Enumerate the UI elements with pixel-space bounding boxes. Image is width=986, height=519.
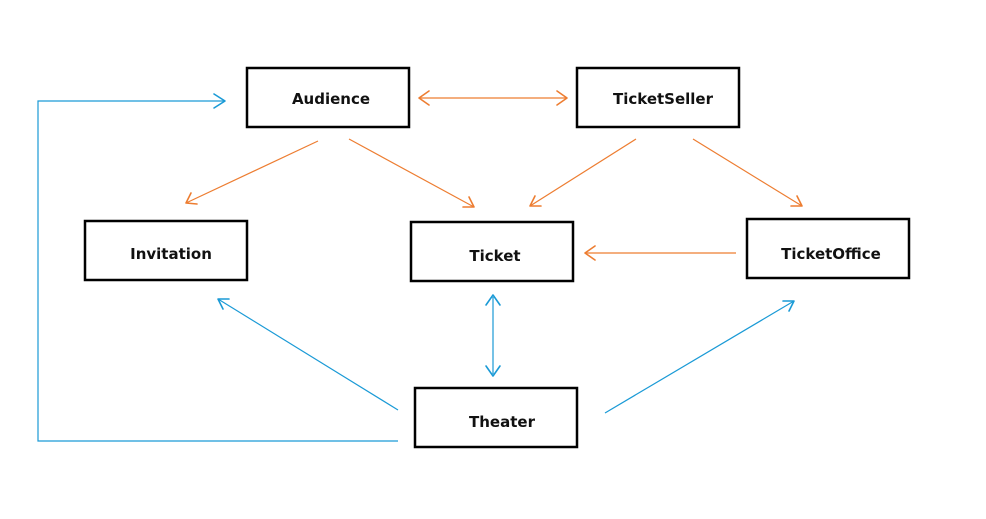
arrowhead-icon xyxy=(529,195,542,207)
arrowhead-icon xyxy=(418,90,430,106)
nodes: Audience TicketSeller Invitation Ticket … xyxy=(83,66,911,449)
edge-theater-ticketoffice xyxy=(604,300,795,414)
arrowhead-icon xyxy=(185,192,198,205)
edge-audience-ticket xyxy=(348,138,475,208)
node-audience: Audience xyxy=(245,66,411,129)
node-ticketseller: TicketSeller xyxy=(575,66,741,129)
arrowhead-icon xyxy=(485,294,501,306)
arrowhead-icon xyxy=(213,93,226,109)
node-ticketoffice: TicketOffice xyxy=(745,217,911,280)
node-ticket: Ticket xyxy=(409,220,575,283)
node-label-audience: Audience xyxy=(292,90,370,108)
edge-audience-ticketseller xyxy=(418,90,568,106)
arrowhead-icon xyxy=(556,90,568,106)
edge-ticketoffice-ticket xyxy=(584,245,736,261)
arrowhead-icon xyxy=(790,195,803,207)
arrowhead-icon xyxy=(584,245,596,261)
edges xyxy=(37,90,803,442)
edge-theater-invitation xyxy=(217,298,399,411)
node-theater: Theater xyxy=(413,386,579,449)
arrowhead-icon xyxy=(782,300,795,312)
node-label-invitation: Invitation xyxy=(130,245,212,263)
arrowhead-icon xyxy=(217,298,230,310)
edge-ticket-theater xyxy=(485,294,501,377)
node-invitation: Invitation xyxy=(83,219,249,282)
arrowhead-icon xyxy=(485,365,501,377)
edge-theater-audience xyxy=(37,93,398,442)
edge-ticketseller-ticketoffice xyxy=(692,138,803,207)
node-label-ticket: Ticket xyxy=(469,247,520,265)
node-label-ticketseller: TicketSeller xyxy=(613,90,714,108)
arrowhead-icon xyxy=(462,196,475,208)
node-label-ticketoffice: TicketOffice xyxy=(781,245,881,263)
edge-ticketseller-ticket xyxy=(529,138,637,207)
edge-audience-invitation xyxy=(185,140,319,205)
node-label-theater: Theater xyxy=(469,413,536,431)
